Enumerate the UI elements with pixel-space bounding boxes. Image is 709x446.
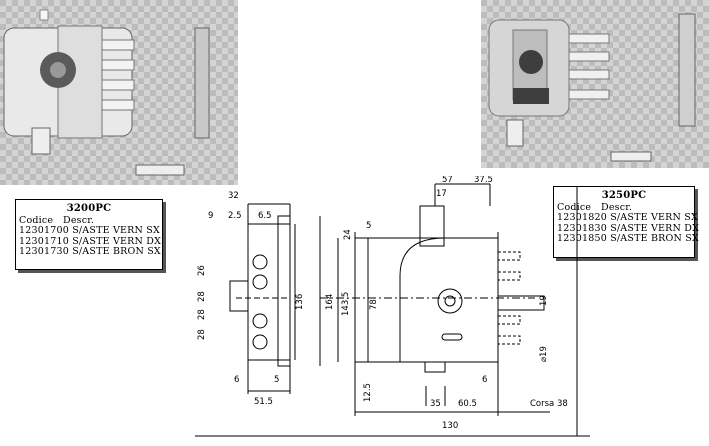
code-cell: 12301730 <box>19 246 69 257</box>
dim-28-a: 28 <box>197 291 207 302</box>
dim-26: 26 <box>197 265 207 276</box>
table-header: Codice Descr. <box>16 214 162 227</box>
dim-12-5: 12.5 <box>363 383 373 402</box>
dim-28-c: 28 <box>197 329 207 340</box>
technical-drawing: 32 9 2.5 6.5 26 28 28 28 136 164 6 5 51.… <box>190 175 709 442</box>
code-header: Codice <box>19 214 54 226</box>
dim-6-b: 6 <box>482 375 487 385</box>
code-cell: 12301820 <box>557 212 607 223</box>
desc-cell: S/ASTE VERN SX <box>610 212 698 223</box>
code-header: Codice <box>557 201 592 213</box>
front-view <box>320 183 550 416</box>
table-row: 12301700 S/ASTE VERN SX <box>16 225 162 237</box>
product-table-3200pc: 3200PC Codice Descr. 12301700 S/ASTE VERN… <box>15 199 163 270</box>
dim-164: 164 <box>325 294 335 310</box>
dim-17: 17 <box>436 189 447 199</box>
desc-cell: S/ASTE VERN SX <box>72 225 160 236</box>
dimension-labels: 32 9 2.5 6.5 26 28 28 28 136 164 6 5 51.… <box>197 175 568 431</box>
dim-57: 57 <box>442 176 453 185</box>
dim-37-5: 37.5 <box>474 176 493 185</box>
code-cell: 12301710 <box>19 235 69 247</box>
dim-78: 78 <box>369 299 379 310</box>
table-row: 12301830 S/ASTE VERN DX <box>554 222 699 235</box>
table-row: 12301820 S/ASTE VERN SX <box>554 212 698 224</box>
dim-143-5: 143.5 <box>341 292 351 316</box>
desc-cell: S/ASTE BRON SX <box>72 246 161 257</box>
dim-5-b: 5 <box>366 221 371 231</box>
dim-5: 5 <box>274 375 279 385</box>
side-view <box>229 203 321 394</box>
desc-header: Descr. <box>601 201 633 213</box>
dim-19: 19 <box>539 295 549 306</box>
table-row: 12301850 S/ASTE BRON SX <box>554 233 699 245</box>
lock-photo-3200pc <box>0 0 238 185</box>
dim-6-5: 6.5 <box>258 211 272 221</box>
desc-cell: S/ASTE VERN DX <box>610 222 700 234</box>
table-header: Codice Descr. <box>554 201 694 214</box>
desc-cell: S/ASTE BRON SX <box>610 233 699 244</box>
dim-6: 6 <box>234 375 239 385</box>
dim-60-5: 60.5 <box>458 399 477 409</box>
table-row: 12301710 S/ASTE VERN DX <box>16 235 162 248</box>
dim-24: 24 <box>343 229 353 240</box>
code-cell: 12301700 <box>19 225 69 236</box>
desc-header: Descr. <box>63 214 95 226</box>
lock-photo-3250pc <box>481 0 709 168</box>
code-cell: 12301850 <box>557 233 607 244</box>
corsa-label: Corsa 38 <box>530 399 568 409</box>
dim-phi19: ⌀19 <box>539 346 549 362</box>
desc-cell: S/ASTE VERN DX <box>72 235 162 247</box>
dim-136: 136 <box>295 294 305 310</box>
dim-9: 9 <box>208 211 213 221</box>
dim-28-b: 28 <box>197 309 207 320</box>
model-title: 3250PC <box>601 190 647 201</box>
dim-32: 32 <box>228 191 239 201</box>
code-cell: 12301830 <box>557 222 607 234</box>
dim-130: 130 <box>442 421 458 431</box>
dim-51-5: 51.5 <box>254 397 273 407</box>
dim-35: 35 <box>430 399 441 409</box>
model-title: 3200PC <box>66 203 112 214</box>
table-row: 12301730 S/ASTE BRON SX <box>16 246 162 258</box>
dim-2-5: 2.5 <box>228 211 242 221</box>
